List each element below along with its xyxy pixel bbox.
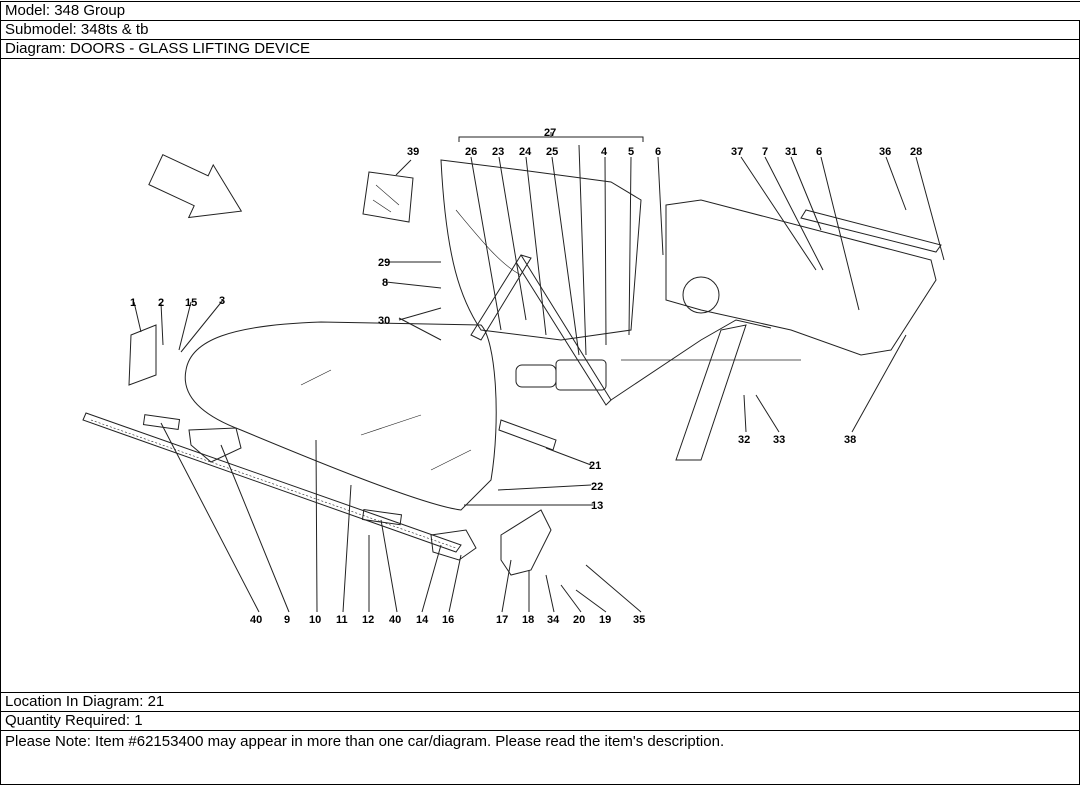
callout-14: 14: [416, 614, 429, 626]
regulator-rail-left: [470, 254, 532, 341]
lock-bracket: [128, 324, 157, 386]
callout-6b: 6: [816, 146, 822, 158]
glass-clamp-plate-left: [188, 427, 242, 463]
callout-4: 4: [601, 146, 608, 158]
callout-23: 23: [492, 146, 504, 158]
callout-35: 35: [633, 614, 645, 626]
glass-channel: [498, 419, 557, 451]
small-glass-pane: [362, 171, 414, 223]
callout-30: 30: [378, 315, 390, 327]
callout-18: 18: [522, 614, 534, 626]
callout-40b: 40: [389, 614, 401, 626]
regulator-panel: [440, 159, 642, 341]
callout-33: 33: [773, 434, 785, 446]
callout-32: 32: [738, 434, 750, 446]
direction-arrow-icon: [148, 154, 243, 219]
model-label: Model: 348 Group: [0, 1, 542, 21]
speaker-hole: [682, 276, 720, 314]
callout-25: 25: [546, 146, 558, 158]
lift-motor: [515, 364, 557, 388]
callout-8: 8: [382, 277, 388, 289]
callout-6a: 6: [655, 146, 661, 158]
regulator-cable: [610, 319, 772, 401]
callout-16: 16: [442, 614, 454, 626]
exploded-view-drawing: 27 39 26 23 24 25 4 5 6 37 7 31 6 36 28 …: [82, 127, 945, 626]
lower-guide-bracket: [500, 509, 552, 576]
regulator-arm: [515, 254, 612, 406]
callout-27: 27: [544, 127, 556, 139]
callout-11: 11: [336, 614, 348, 626]
inner-door-panel: [665, 199, 937, 356]
felt-pad-left: [142, 414, 181, 431]
upper-rail: [800, 209, 942, 253]
callout-39: 39: [407, 146, 419, 158]
callout-34: 34: [547, 614, 560, 626]
callout-10: 10: [309, 614, 321, 626]
door-glass: [184, 321, 497, 511]
callout-40a: 40: [250, 614, 262, 626]
regulator-rail-right: [675, 324, 747, 461]
callout-20: 20: [573, 614, 585, 626]
callout-12: 12: [362, 614, 374, 626]
callout-2: 2: [158, 297, 164, 309]
callout-7: 7: [762, 146, 768, 158]
callout-36: 36: [879, 146, 891, 158]
callout-29: 29: [378, 257, 390, 269]
callout-21: 21: [589, 460, 601, 472]
gearbox: [555, 359, 607, 391]
callout-24: 24: [519, 146, 532, 158]
callout-1: 1: [130, 297, 136, 309]
callout-13: 13: [591, 500, 603, 512]
callout-5: 5: [628, 146, 634, 158]
submodel-label: Submodel: 348ts & tb: [0, 20, 1080, 40]
header-divider: [542, 1, 1080, 2]
item-note: Please Note: Item #62153400 may appear i…: [0, 730, 1080, 785]
location-in-diagram: Location In Diagram: 21: [0, 692, 1080, 712]
quantity-required: Quantity Required: 1: [0, 711, 1080, 731]
callout-37: 37: [731, 146, 743, 158]
callout-17: 17: [496, 614, 508, 626]
lower-seal-strip: [82, 412, 462, 553]
callout-31: 31: [785, 146, 797, 158]
callout-26: 26: [465, 146, 477, 158]
parts-diagram: 27 39 26 23 24 25 4 5 6 37 7 31 6 36 28 …: [0, 58, 1080, 693]
callout-15: 15: [185, 297, 197, 309]
diagram-title: Diagram: DOORS - GLASS LIFTING DEVICE: [0, 39, 1080, 59]
callout-38: 38: [844, 434, 856, 446]
callout-28: 28: [910, 146, 922, 158]
callout-9: 9: [284, 614, 290, 626]
callout-19: 19: [599, 614, 611, 626]
glass-clamp-plate-right: [430, 529, 477, 561]
callout-3: 3: [219, 295, 225, 307]
callout-22: 22: [591, 481, 603, 493]
